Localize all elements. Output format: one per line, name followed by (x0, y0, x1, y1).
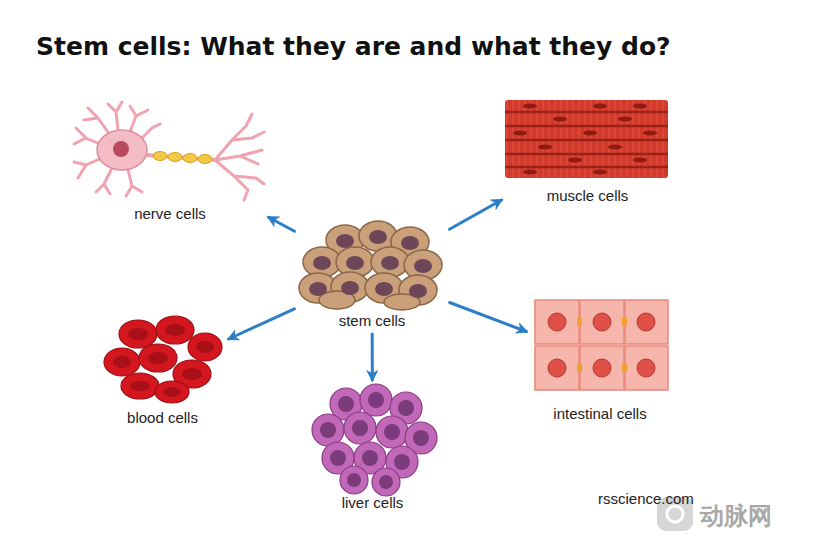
intestinal-cell-node: intestinal cells (530, 296, 670, 423)
differentiation-arrow (371, 334, 374, 380)
differentiation-arrow (450, 303, 527, 332)
blood-cell-node: blood cells (100, 312, 225, 427)
cell-label: blood cells (125, 409, 200, 427)
differentiation-arrow (269, 217, 295, 231)
source-credit: rsscience.com (598, 490, 694, 507)
liver-cell-figure (312, 384, 437, 496)
liver-cell-node: liver cells (305, 384, 440, 512)
cell-label: muscle cells (545, 187, 631, 205)
cell-label: stem cells (337, 312, 408, 330)
muscle-cell-node: muscle cells (505, 98, 670, 205)
diagram-title: Stem cells: What they are and what they … (36, 32, 671, 61)
nerve-cell-figure (74, 102, 264, 200)
differentiation-arrow (450, 200, 502, 229)
cell-label: intestinal cells (551, 405, 648, 423)
cell-label: nerve cells (132, 205, 208, 223)
stem-cell-figure (299, 221, 442, 310)
differentiation-arrow (229, 309, 295, 339)
watermark: 动脉网 (700, 500, 772, 532)
blood-cell-figure (104, 316, 222, 403)
stem-cell-node: stem cells (298, 216, 446, 330)
cell-label: liver cells (340, 494, 406, 512)
nerve-cell-node: nerve cells (75, 105, 265, 223)
intestinal-cell-figure (535, 300, 668, 390)
muscle-cell-figure (505, 100, 668, 178)
